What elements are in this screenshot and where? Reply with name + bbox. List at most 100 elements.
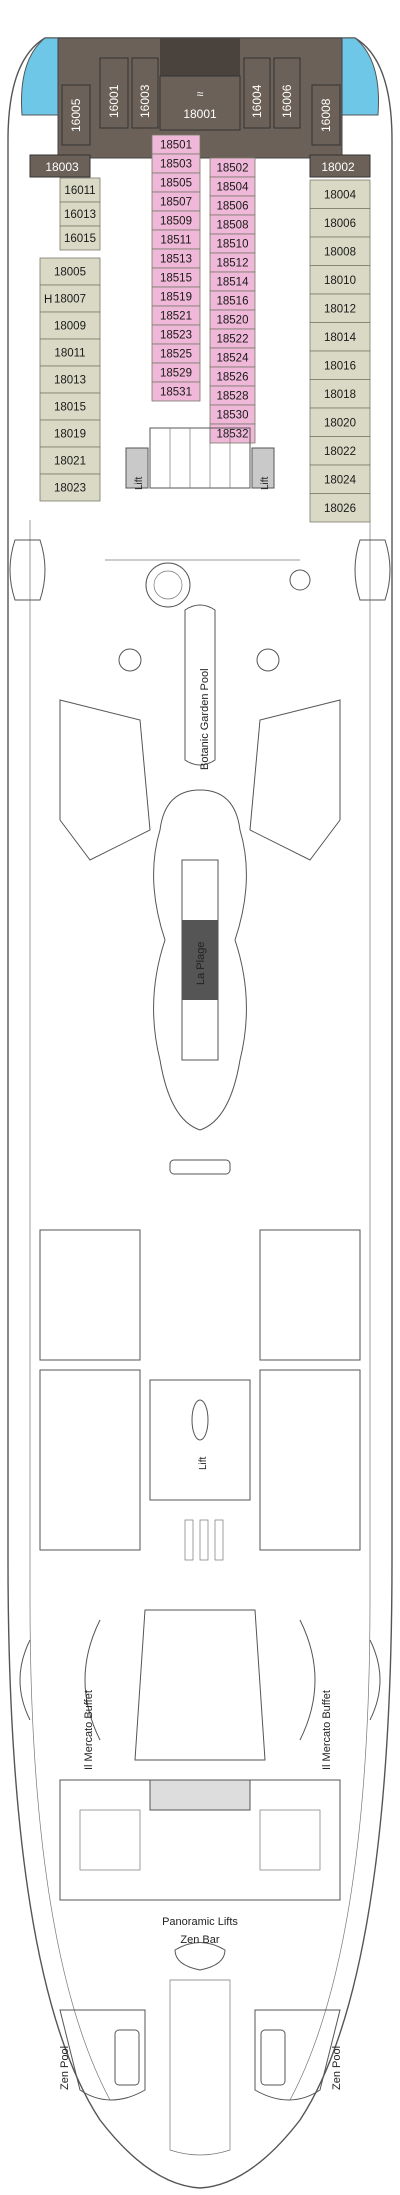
cabin-label: 18006 [324, 218, 356, 230]
suite-18002[interactable] [309, 154, 371, 178]
suite-label: 16008 [319, 98, 333, 132]
cabin-label: 18507 [160, 197, 192, 209]
suite-16003[interactable] [131, 57, 159, 129]
cabin-label: 18529 [160, 368, 192, 380]
cabin-label: 18502 [217, 163, 249, 175]
stair-structure-stbd [249, 699, 341, 861]
cabin-label: 18018 [324, 389, 356, 401]
cabin-label: 16013 [64, 209, 96, 221]
cabin-label: 18504 [217, 182, 250, 194]
cabin-18009[interactable] [39, 311, 101, 340]
cabin-label: 18511 [160, 235, 191, 247]
suite-18001[interactable] [159, 75, 241, 131]
cabin-label: 18012 [324, 303, 356, 315]
cabin-label: 18522 [217, 334, 249, 346]
cabin-18007[interactable] [39, 284, 101, 313]
cabin-18008[interactable] [309, 236, 371, 266]
mercato-right-label: Il Mercato Buffet [321, 1690, 333, 1770]
cabin-label: 18005 [54, 267, 86, 279]
suite-16001[interactable] [99, 57, 129, 129]
small-suites: 16005 16001 16003 16004 16006 16008 [61, 57, 341, 146]
cabin-18023[interactable] [39, 473, 101, 502]
cabin-18010[interactable] [309, 265, 371, 295]
aft-suite-top [160, 38, 240, 76]
cabin-label: 18508 [217, 220, 249, 232]
cabin-label: 18007 [54, 294, 86, 306]
suite-label: 16006 [280, 84, 294, 118]
la-plage-pool [153, 789, 247, 1131]
suite-16006[interactable] [273, 57, 301, 129]
la-plage-platform [182, 920, 218, 1000]
cabin-label: 18010 [324, 275, 356, 287]
cabin-label: 18020 [324, 417, 356, 429]
cabin-label: 18026 [324, 503, 356, 515]
cabin-18004[interactable] [309, 179, 371, 209]
side-niche-port [9, 539, 46, 601]
aft-glass-stbd [339, 37, 379, 116]
cabin-18012[interactable] [309, 293, 371, 323]
suite-16004[interactable] [243, 57, 271, 129]
cabin-label: 18024 [324, 474, 357, 486]
forward-structure [59, 1779, 341, 1901]
cabin-label: 18021 [54, 456, 86, 468]
suite-label: 16005 [69, 98, 83, 132]
stair-structure-port [59, 699, 151, 861]
panoramic-lifts-label: Panoramic Lifts [162, 1916, 238, 1928]
cabin-18016[interactable] [309, 350, 371, 380]
port-inner-cabins: 16011 16013 16015 [59, 177, 101, 251]
cabin-label: 16011 [64, 185, 95, 197]
suite-16008[interactable] [311, 84, 341, 146]
cabin-18026[interactable] [309, 493, 371, 523]
cabin-label: 18516 [217, 296, 249, 308]
cabin-label: 18532 [217, 429, 249, 441]
hull-inner-line-right [289, 520, 371, 2101]
cabin-label: 18512 [217, 258, 249, 270]
buffet-area [19, 1609, 381, 1761]
zen-pool-right-label: Zen Pool [331, 2046, 343, 2090]
cabin-label: 18503 [160, 159, 192, 171]
cabin-18019[interactable] [39, 419, 101, 448]
cabin-label: 18019 [54, 429, 86, 441]
hull-inner-line [29, 520, 111, 2101]
zen-bar-counter [174, 1942, 226, 1971]
cabin-label: 16015 [64, 233, 96, 245]
side-niche-stbd [354, 539, 391, 601]
cabin-18011[interactable] [39, 338, 101, 367]
hull-outline [7, 37, 393, 2189]
cabin-18013[interactable] [39, 365, 101, 394]
suite-label: 16003 [138, 84, 152, 118]
suite-18003-label: 18003 [45, 160, 79, 174]
cabin-18024[interactable] [309, 464, 371, 494]
wave-icon: ≈ [197, 87, 204, 101]
botanic-pool-area [105, 559, 311, 766]
cabin-label: 18524 [217, 353, 250, 365]
cabin-16011[interactable] [59, 177, 101, 203]
suite-label: 16001 [107, 84, 121, 118]
cabin-18015[interactable] [39, 392, 101, 421]
cabin-18531[interactable] [151, 381, 201, 402]
midship-structures [39, 1229, 361, 1561]
aft-glass-port [21, 37, 61, 116]
cabin-label: 18501 [160, 140, 192, 152]
lift-left-label: Lift [134, 476, 145, 490]
zen-pool-left-label: Zen Pool [59, 2046, 71, 2090]
cabin-16015[interactable] [59, 225, 101, 251]
cabin-18014[interactable] [309, 322, 371, 352]
cabin-label: 18015 [54, 402, 86, 414]
suite-16005[interactable] [61, 84, 91, 146]
suite-18003[interactable] [29, 154, 91, 178]
cabin-18006[interactable] [309, 208, 371, 238]
cabin-label: 18510 [217, 239, 249, 251]
center-left-cabins: 1850118503185051850718509185111851318515… [151, 134, 201, 402]
cabin-label: 18016 [324, 360, 356, 372]
cabin-18022[interactable] [309, 436, 371, 466]
la-plage-label: La Plage [195, 942, 207, 985]
suite-18002-label: 18002 [321, 160, 355, 174]
cabin-label: 18526 [217, 372, 249, 384]
cabin-18021[interactable] [39, 446, 101, 475]
cabin-label: 18521 [160, 311, 192, 323]
lift-right-label: Lift [260, 476, 271, 490]
cabin-18020[interactable] [309, 407, 371, 437]
botanic-pool-label: Botanic Garden Pool [199, 668, 211, 770]
